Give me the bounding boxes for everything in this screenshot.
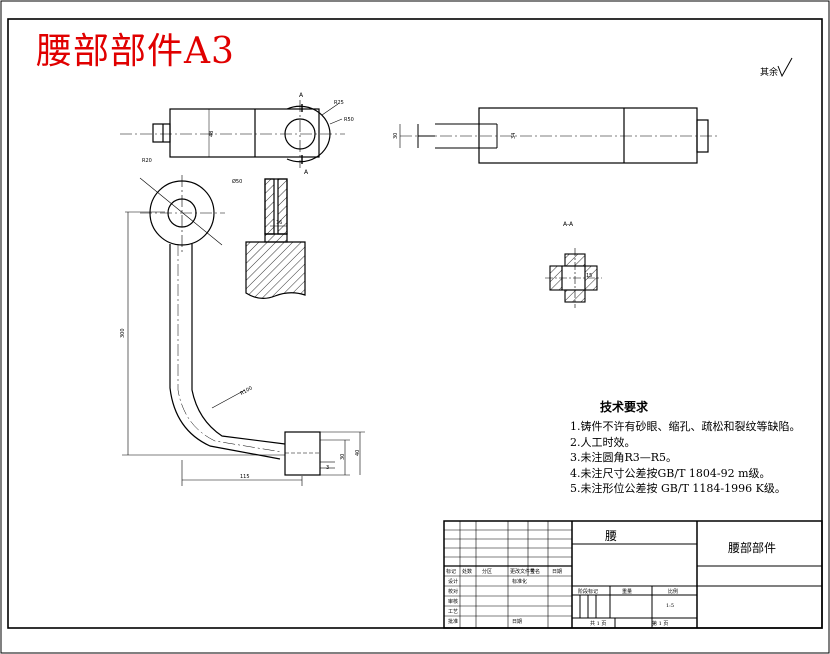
side-view (399, 107, 720, 164)
dim-r20: R20 (142, 158, 152, 164)
dim-len115: 115 (240, 474, 250, 480)
arm-view (122, 175, 365, 486)
dim-w48: 48 (209, 131, 215, 137)
header-change-doc: 更改文件号 (510, 569, 536, 575)
requirements-title: 技术要求 (600, 400, 649, 414)
section-view-label: A-A (563, 221, 574, 228)
dim-len300: 300 (120, 328, 126, 338)
header-count: 处数 (462, 569, 473, 575)
dim-w15: 15 (586, 273, 592, 279)
dim-phi50: Ø50 (232, 178, 242, 185)
dim-r50: R50 (344, 117, 354, 123)
dim-h30b: 30 (340, 454, 346, 460)
sheet-number: 第 1 页 (652, 621, 669, 627)
header-zone: 分区 (482, 569, 493, 575)
header-mark: 标记 (446, 569, 457, 575)
inner-frame (7, 18, 823, 629)
role-approve: 批准 (448, 619, 459, 625)
drawing-name: 腰部部件 (728, 541, 777, 555)
requirement-item: 4.未注尺寸公差按GB/T 1804-92 m级。 (570, 466, 771, 480)
dim-h40: 40 (355, 450, 361, 456)
requirement-item: 5.未注形位公差按 GB/T 1184-1996 K级。 (570, 482, 786, 495)
section-mark-top: A (299, 92, 304, 99)
dim-h16: 16 (276, 220, 282, 226)
dim-r25: R25 (334, 100, 344, 106)
dim-h30: 30 (393, 133, 399, 139)
roughness-note: 其余 (760, 68, 779, 78)
dim-r100: R100 (239, 385, 253, 397)
corner-label: 腰部部件A3 (36, 31, 235, 72)
label-weight: 重量 (622, 589, 633, 595)
requirement-item: 1.铸件不许有砂眼、缩孔、疏松和裂纹等缺陷。 (570, 420, 801, 433)
section-aa (545, 248, 602, 308)
header-date: 日期 (552, 569, 563, 575)
label-standardize: 标准化 (512, 579, 528, 585)
requirement-item: 3.未注圆角R3—R5。 (570, 451, 678, 464)
top-view (120, 100, 345, 168)
scale-value: 1:5 (666, 603, 675, 609)
dim-d3: 3 (326, 465, 329, 471)
dim-h34: 34 (511, 133, 517, 139)
sheet-total: 共 1 页 (590, 621, 607, 627)
role-check: 校对 (448, 589, 459, 595)
title-block (443, 520, 823, 629)
requirements-list: 1.铸件不许有砂眼、缩孔、疏松和裂纹等缺陷。 2.人工时效。 3.未注圆角R3—… (570, 419, 801, 497)
roughness-symbol (777, 57, 793, 78)
label-stage-mark: 阶段标记 (578, 589, 599, 595)
header-sign: 签名 (530, 569, 541, 575)
requirement-item: 2.人工时效。 (570, 435, 636, 449)
role-review: 审核 (448, 599, 459, 605)
role-design: 设计 (448, 579, 459, 585)
role-process: 工艺 (448, 609, 459, 615)
section-mark-bottom: A (304, 169, 309, 176)
material-name: 腰 (605, 529, 618, 543)
detail-section (245, 178, 306, 299)
label-scale: 比例 (668, 589, 679, 595)
label-date: 日期 (512, 619, 523, 625)
